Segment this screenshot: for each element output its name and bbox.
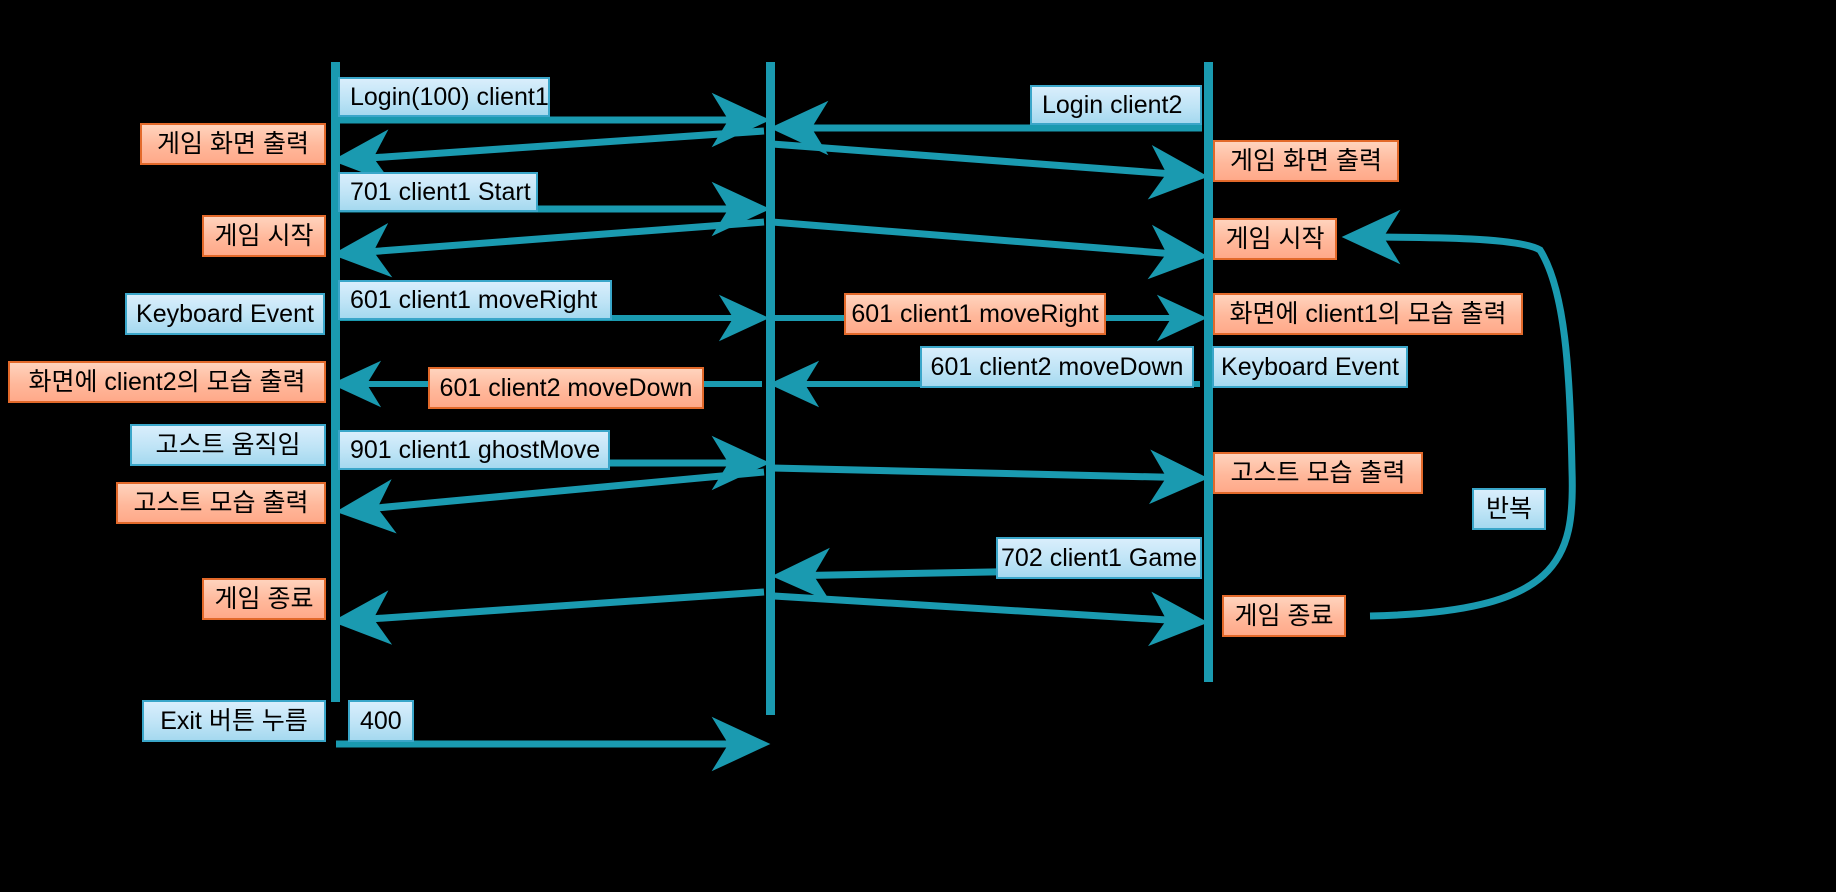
note-client1-shape-on-client2[interactable]: 화면에 client1의 모습 출력 bbox=[1213, 293, 1523, 335]
message-login-client1[interactable]: Login(100) client1 bbox=[338, 77, 550, 117]
message-601-client2-movedown-right[interactable]: 601 client2 moveDown bbox=[920, 346, 1194, 388]
message-login-client2[interactable]: Login client2 bbox=[1030, 85, 1202, 125]
note-ghost-shape-client1[interactable]: 고스트 모습 출력 bbox=[116, 482, 326, 524]
note-keyboard-event-client1[interactable]: Keyboard Event bbox=[125, 293, 325, 335]
note-game-screen-client1[interactable]: 게임 화면 출력 bbox=[140, 123, 326, 165]
note-keyboard-event-client2[interactable]: Keyboard Event bbox=[1212, 346, 1408, 388]
message-601-client2-movedown-left[interactable]: 601 client2 moveDown bbox=[428, 367, 704, 409]
note-exit-button-pressed[interactable]: Exit 버튼 누름 bbox=[142, 700, 326, 742]
message-701-client1-start[interactable]: 701 client1 Start bbox=[338, 172, 538, 212]
note-game-start-client1[interactable]: 게임 시작 bbox=[202, 215, 326, 257]
note-game-screen-client2[interactable]: 게임 화면 출력 bbox=[1213, 140, 1399, 182]
lifeline-client1 bbox=[331, 62, 340, 702]
note-repeat-loop[interactable]: 반복 bbox=[1472, 488, 1546, 530]
message-901-client1-ghostmove[interactable]: 901 client1 ghostMove bbox=[338, 430, 610, 470]
note-game-end-client2[interactable]: 게임 종료 bbox=[1222, 595, 1346, 637]
lifeline-server bbox=[766, 62, 775, 715]
note-ghost-shape-client2[interactable]: 고스트 모습 출력 bbox=[1213, 452, 1423, 494]
note-game-end-client1[interactable]: 게임 종료 bbox=[202, 578, 326, 620]
message-601-client1-moveright-right[interactable]: 601 client1 moveRight bbox=[844, 293, 1106, 335]
note-client2-shape-on-client1[interactable]: 화면에 client2의 모습 출력 bbox=[8, 361, 326, 403]
lifeline-client2 bbox=[1204, 62, 1213, 682]
note-game-start-client2[interactable]: 게임 시작 bbox=[1213, 218, 1337, 260]
message-702-client1-game[interactable]: 702 client1 Game bbox=[996, 537, 1202, 579]
message-601-client1-moveright-left[interactable]: 601 client1 moveRight bbox=[338, 280, 612, 320]
note-ghost-move[interactable]: 고스트 움직임 bbox=[130, 424, 326, 466]
message-400-exit[interactable]: 400 bbox=[348, 700, 414, 742]
